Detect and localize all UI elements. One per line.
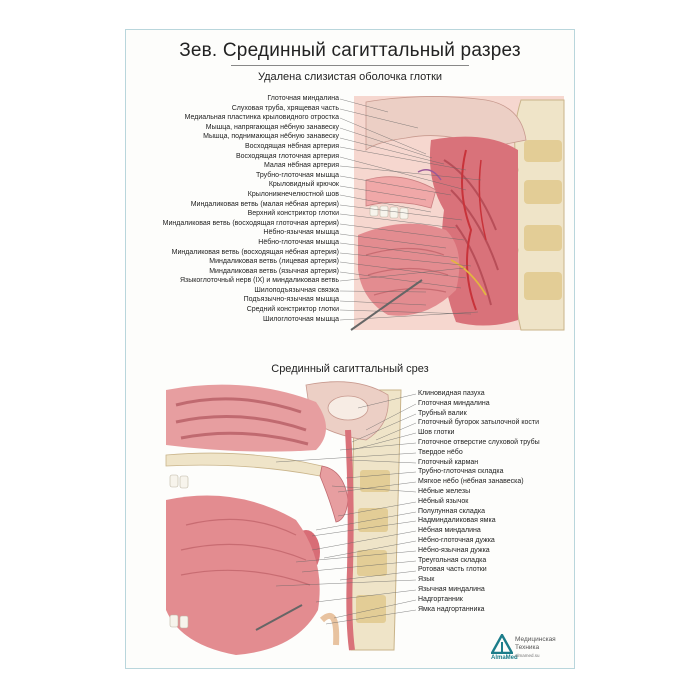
bottom-label-column: Клиновидная пазуха Глоточная миндалина Т… (418, 389, 578, 614)
label-bottom: Трубно-глоточная складка (418, 468, 504, 476)
label-bottom: Глоточный бугорок затылочной кости (418, 419, 540, 427)
label-top: Шилоподъязычная связка (254, 286, 339, 294)
label-top: Глоточная миндалина (267, 95, 339, 102)
label-top: Медиальная пластинка крыловидного отрост… (184, 114, 339, 122)
label-bottom: Глоточный карман (418, 458, 479, 466)
label-top: Крыловидный крючок (268, 181, 339, 189)
label-bottom: Глоточное отверстие слуховой трубы (418, 438, 540, 446)
almamed-mark-icon (491, 634, 513, 654)
almamed-logo: AlmaMed Медицинская Техника almamed.su (491, 634, 571, 664)
label-top: Верхний констриктор глотки (247, 210, 339, 218)
label-bottom: Глоточная миндалина (418, 399, 490, 407)
label-top: Малая нёбная артерия (263, 162, 339, 170)
label-top: Миндаликовая ветвь (язычная артерия) (209, 267, 339, 275)
label-top: Нёбно-язычная мышца (263, 229, 339, 237)
label-bottom: Нёбно-глоточная дужка (418, 536, 495, 544)
label-bottom: Твердое нёбо (418, 448, 463, 456)
label-top: Слуховая труба, хрящевая часть (231, 104, 339, 112)
label-top: Нёбно-глоточная мышца (258, 238, 339, 246)
label-top: Миндаликовая ветвь (малая нёбная артерия… (190, 200, 339, 208)
label-bottom: Полулунная складка (418, 507, 485, 515)
logo-url: almamed.su (515, 653, 540, 658)
label-top: Мышца, поднимающая нёбную занавеску (203, 133, 339, 141)
label-bottom: Нёбно-язычная дужка (418, 546, 490, 554)
title-divider (231, 65, 469, 66)
label-top: Восходящая глоточная артерия (235, 152, 339, 160)
poster-title: Зев. Срединный сагиттальный разрез (179, 40, 521, 61)
label-bottom: Трубный валик (418, 409, 467, 417)
bottom-illustration (165, 381, 417, 655)
label-bottom: Нёбный язычок (418, 497, 469, 505)
anatomy-illustrations (165, 96, 565, 655)
label-bottom: Язык (418, 576, 435, 584)
label-bottom: Шов глотки (418, 429, 455, 437)
label-top: Восходящая нёбная артерия (245, 142, 339, 150)
label-top: Крылонижнечелюстной шов (247, 190, 339, 198)
logo-line2: Техника (515, 644, 540, 651)
label-top: Трубно-глоточная мышца (255, 171, 339, 179)
label-top: Шилоглоточная мышца (262, 315, 339, 323)
label-bottom: Клиновидная пазуха (418, 390, 485, 397)
label-bottom: Надминдаликовая ямка (418, 517, 496, 525)
logo-name: AlmaMed (491, 655, 518, 661)
label-bottom: Ямка надгортанника (418, 605, 485, 613)
label-top: Языкоглоточный нерв (IX) и миндаликовая … (179, 277, 339, 285)
poster-sheet: Зев. Срединный сагиттальный разрез Удале… (125, 29, 575, 669)
label-top: Средний констриктор глотки (246, 306, 339, 314)
top-subtitle: Удалена слизистая оболочка глотки (257, 71, 443, 83)
top-label-column: Глоточная миндалина Слуховая труба, хрящ… (134, 94, 339, 324)
label-bottom: Мягкое нёбо (нёбная занавеска) (418, 478, 524, 486)
label-top: Мышца, напрягающая нёбную занавеску (205, 123, 339, 131)
label-bottom: Нёбная миндалина (418, 527, 481, 535)
label-top: Миндаликовая ветвь (лицевая артерия) (209, 258, 339, 266)
logo-line1: Медицинская (515, 636, 556, 643)
label-bottom: Нёбные железы (418, 487, 471, 495)
label-bottom: Надгортанник (418, 595, 463, 603)
top-illustration (339, 96, 565, 331)
label-bottom: Треугольная складка (418, 556, 487, 564)
label-bottom: Язычная миндалина (418, 585, 485, 593)
label-top: Миндаликовая ветвь (восходящая нёбная ар… (171, 248, 339, 256)
label-top: Миндаликовая ветвь (восходящая глоточная… (162, 219, 339, 227)
bottom-subtitle: Срединный сагиттальный срез (271, 363, 429, 375)
label-top: Подъязычно-язычная мышца (243, 296, 339, 304)
label-bottom: Ротовая часть глотки (418, 566, 487, 574)
